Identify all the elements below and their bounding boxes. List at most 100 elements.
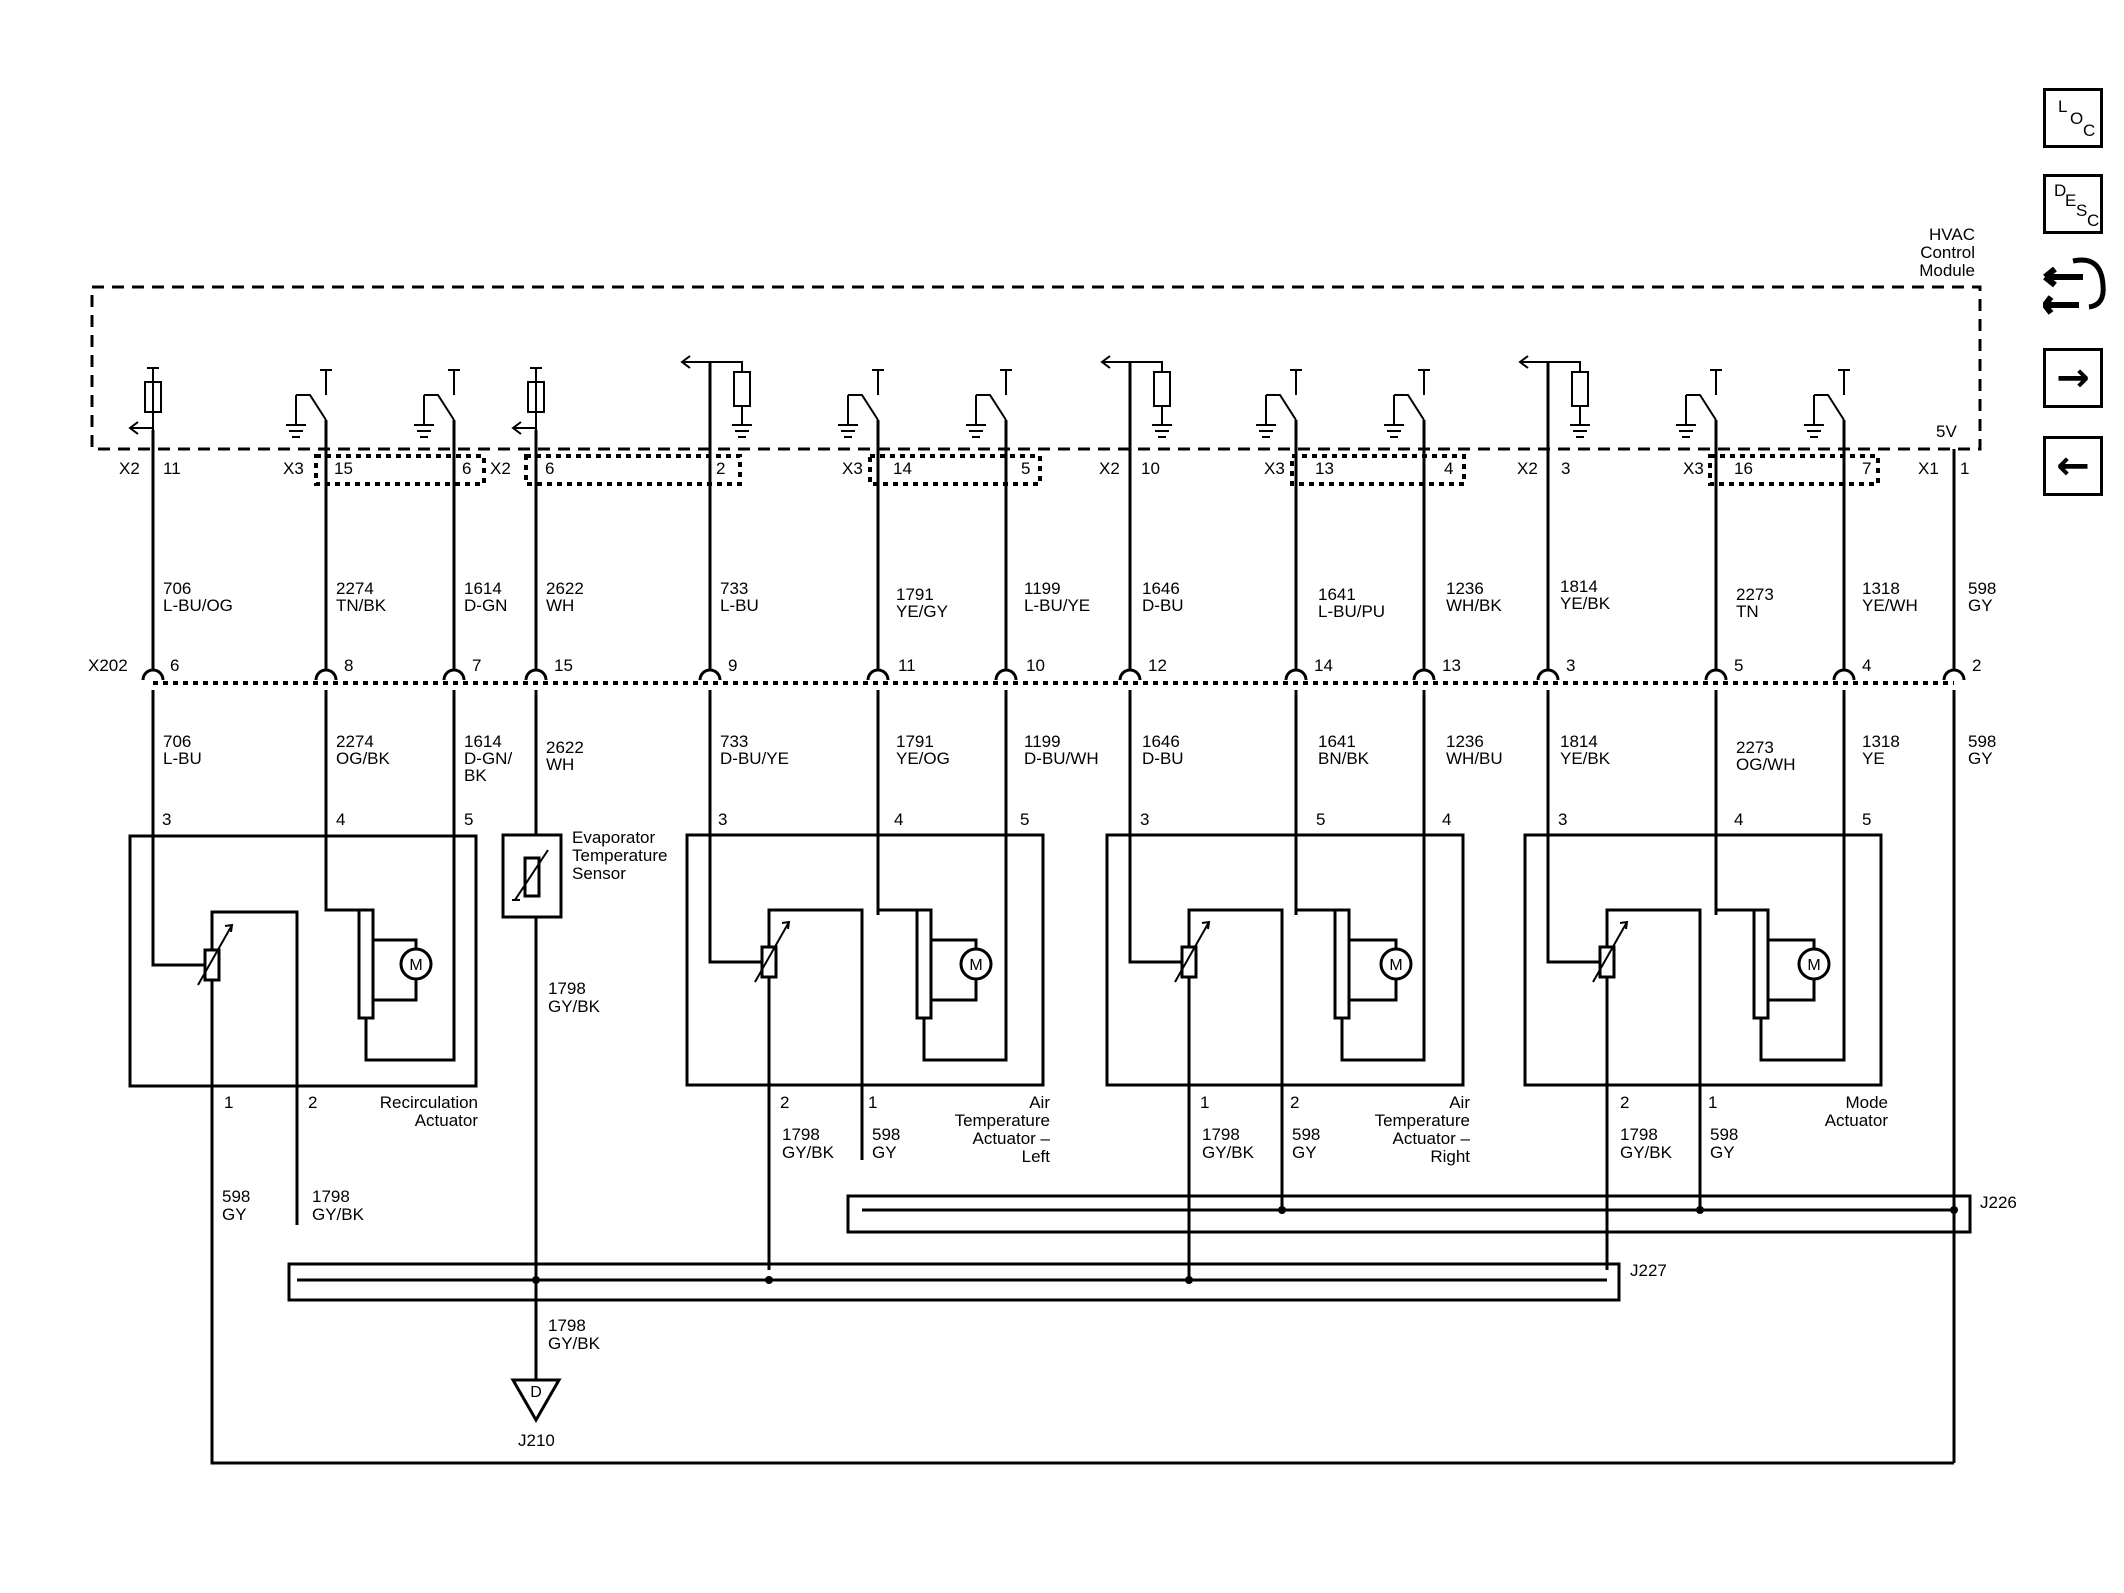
svg-text:15: 15 [554,656,573,675]
svg-text:D: D [530,1384,542,1401]
svg-text:1614: 1614 [464,732,502,751]
svg-text:Left: Left [1022,1147,1051,1166]
mode-actuator: 3 4 5 M 2 1 Mode Actuator [1523,810,1888,1270]
upper-wire-runs [151,362,1956,670]
svg-text:1318: 1318 [1862,732,1900,751]
svg-text:3: 3 [1140,810,1149,829]
svg-text:X3: X3 [1264,459,1285,478]
svg-text:X2: X2 [119,459,140,478]
svg-text:6: 6 [545,459,554,478]
svg-text:Air: Air [1449,1093,1470,1112]
svg-text:15: 15 [334,459,353,478]
svg-text:14: 14 [893,459,912,478]
svg-text:GY/BK: GY/BK [782,1143,835,1162]
svg-text:1798: 1798 [312,1187,350,1206]
svg-text:1798: 1798 [548,1316,586,1335]
svg-text:Temperature: Temperature [572,846,667,865]
svg-text:D-BU: D-BU [1142,749,1184,768]
svg-text:4: 4 [1442,810,1451,829]
svg-text:GY: GY [1968,749,1993,768]
svg-text:BK: BK [464,766,487,785]
svg-text:2622: 2622 [546,738,584,757]
svg-text:2: 2 [1290,1093,1299,1112]
svg-text:6: 6 [462,459,471,478]
svg-text:3: 3 [162,810,171,829]
evaporator-temperature-sensor: Evaporator Temperature Sensor [501,828,667,1380]
svg-text:OG/BK: OG/BK [336,749,391,768]
svg-text:5: 5 [1021,459,1030,478]
svg-text:X202: X202 [88,656,128,675]
svg-text:2622: 2622 [546,579,584,598]
svg-text:7: 7 [1862,459,1871,478]
connector-tool-icon[interactable] [2041,255,2107,323]
svg-text:1814: 1814 [1560,577,1598,596]
svg-text:YE/BK: YE/BK [1560,594,1611,613]
svg-text:BN/BK: BN/BK [1318,749,1370,768]
ground-j210: 1798 GY/BK D J210 [510,1316,601,1450]
svg-text:10: 10 [1026,656,1045,675]
svg-text:Temperature: Temperature [955,1111,1050,1130]
description-button[interactable]: D E S C [2043,174,2103,234]
module-boundary [90,285,1982,451]
svg-text:Actuator –: Actuator – [1393,1129,1471,1148]
svg-text:GY: GY [1710,1143,1735,1162]
svg-text:GY/BK: GY/BK [1620,1143,1673,1162]
svg-text:4: 4 [1734,810,1743,829]
svg-text:14: 14 [1314,656,1333,675]
svg-text:2273: 2273 [1736,738,1774,757]
svg-text:598: 598 [1968,732,1996,751]
svg-text:X3: X3 [283,459,304,478]
svg-text:GY: GY [872,1143,897,1162]
svg-text:2273: 2273 [1736,585,1774,604]
svg-text:L-BU/PU: L-BU/PU [1318,602,1385,621]
loc-letter-l: L [2058,97,2068,116]
location-button[interactable]: L O C [2043,88,2103,148]
svg-text:J210: J210 [518,1431,555,1450]
loc-letter-c: C [2083,121,2096,140]
svg-text:YE/WH: YE/WH [1862,596,1918,615]
svg-text:M: M [969,957,982,974]
svg-text:Temperature: Temperature [1375,1111,1470,1130]
previous-page-button[interactable]: ← [2043,436,2103,496]
svg-text:X3: X3 [842,459,863,478]
svg-text:Actuator –: Actuator – [973,1129,1051,1148]
svg-text:GY/BK: GY/BK [548,997,601,1016]
svg-text:1641: 1641 [1318,585,1356,604]
svg-text:2: 2 [1620,1093,1629,1112]
svg-text:3: 3 [1558,810,1567,829]
svg-text:Right: Right [1430,1147,1470,1166]
svg-text:1791: 1791 [896,585,934,604]
svg-text:1318: 1318 [1862,579,1900,598]
svg-text:GY/BK: GY/BK [1202,1143,1255,1162]
svg-text:4: 4 [336,810,345,829]
svg-text:1646: 1646 [1142,579,1180,598]
svg-text:J227: J227 [1630,1261,1667,1280]
svg-text:706: 706 [163,732,191,751]
svg-text:1614: 1614 [464,579,502,598]
svg-text:4: 4 [894,810,903,829]
svg-text:1798: 1798 [782,1125,820,1144]
lower-wire-runs [151,700,1956,1463]
next-page-button[interactable]: → [2043,348,2103,408]
svg-text:4: 4 [1862,656,1871,675]
svg-text:1798: 1798 [548,979,586,998]
recirculation-actuator: 3 4 5 M 1 2 Recirculation Actuator [128,810,478,1225]
svg-text:4: 4 [1444,459,1453,478]
svg-text:5: 5 [1316,810,1325,829]
svg-text:5: 5 [464,810,473,829]
svg-text:1641: 1641 [1318,732,1356,751]
svg-text:1798: 1798 [1202,1125,1240,1144]
svg-text:11: 11 [163,459,181,478]
desc-letter-s: S [2076,201,2088,220]
svg-text:13: 13 [1442,656,1461,675]
svg-text:WH: WH [546,596,574,615]
svg-text:X2: X2 [1517,459,1538,478]
svg-text:X2: X2 [1099,459,1120,478]
desc-letter-c: C [2087,211,2100,230]
svg-text:D-GN: D-GN [464,596,507,615]
svg-text:1236: 1236 [1446,579,1484,598]
svg-text:733: 733 [720,579,748,598]
svg-text:X3: X3 [1683,459,1704,478]
